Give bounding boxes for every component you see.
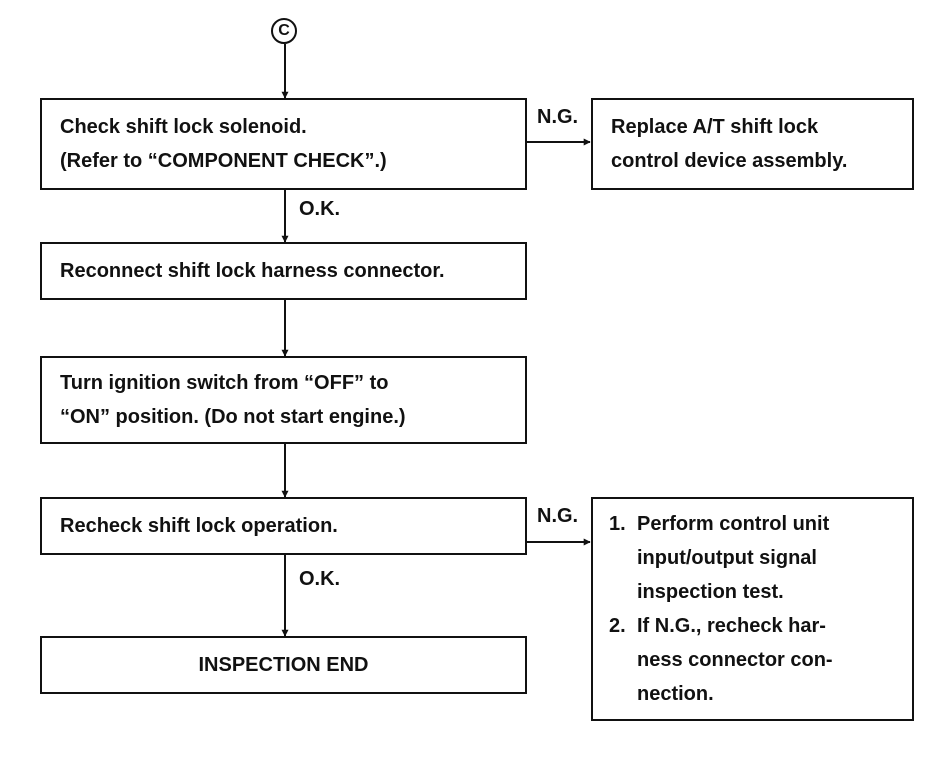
ng-action-2-line-2: ness connector con- [637, 649, 833, 671]
replace-assembly-line-1: Replace A/T shift lock [611, 116, 819, 138]
ng-action-2-number: 2. [609, 615, 626, 637]
edge-label-ng-check: N.G. [537, 106, 579, 128]
connector-marker-c: C [271, 18, 297, 44]
ng-action-1-line-1: Perform control unit [637, 513, 830, 535]
ng-action-1-line-2: input/output signal [637, 547, 817, 569]
turn-ignition-line-1: Turn ignition switch from “OFF” to [60, 372, 389, 394]
step-replace-shift-lock-assembly: Replace A/T shift lock control device as… [591, 98, 914, 190]
step-inspection-end: INSPECTION END [40, 636, 527, 694]
replace-assembly-line-2: control device assembly. [611, 150, 848, 172]
ng-action-item-2: 2. If N.G., recheck har- ness connector c… [609, 609, 912, 711]
edge-label-ok-check: O.K. [299, 198, 341, 220]
ng-action-1-number: 1. [609, 513, 626, 535]
ng-action-1-line-3: inspection test. [637, 581, 784, 603]
ng-action-list: 1. Perform control unit input/output sign… [609, 507, 912, 711]
ng-action-2-line-1: If N.G., recheck har- [637, 615, 826, 637]
check-solenoid-line-2: (Refer to “COMPONENT CHECK”.) [60, 150, 387, 172]
recheck-operation-line-1: Recheck shift lock operation. [60, 515, 338, 537]
check-solenoid-line-1: Check shift lock solenoid. [60, 116, 307, 138]
step-ng-actions: 1. Perform control unit input/output sign… [591, 497, 914, 721]
turn-ignition-line-2: “ON” position. (Do not start engine.) [60, 406, 406, 428]
step-turn-ignition-switch: Turn ignition switch from “OFF” to “ON” … [40, 356, 527, 444]
step-recheck-shift-lock-operation: Recheck shift lock operation. [40, 497, 527, 555]
inspection-end-label: INSPECTION END [198, 654, 369, 676]
step-reconnect-harness-connector: Reconnect shift lock harness connector. [40, 242, 527, 300]
edge-label-ok-recheck: O.K. [299, 568, 341, 590]
edge-label-ng-recheck: N.G. [537, 505, 579, 527]
ng-action-item-1: 1. Perform control unit input/output sign… [609, 507, 912, 609]
step-check-shift-lock-solenoid: Check shift lock solenoid. (Refer to “CO… [40, 98, 527, 190]
ng-action-2-line-3: nection. [637, 683, 714, 705]
reconnect-harness-line-1: Reconnect shift lock harness connector. [60, 260, 445, 282]
